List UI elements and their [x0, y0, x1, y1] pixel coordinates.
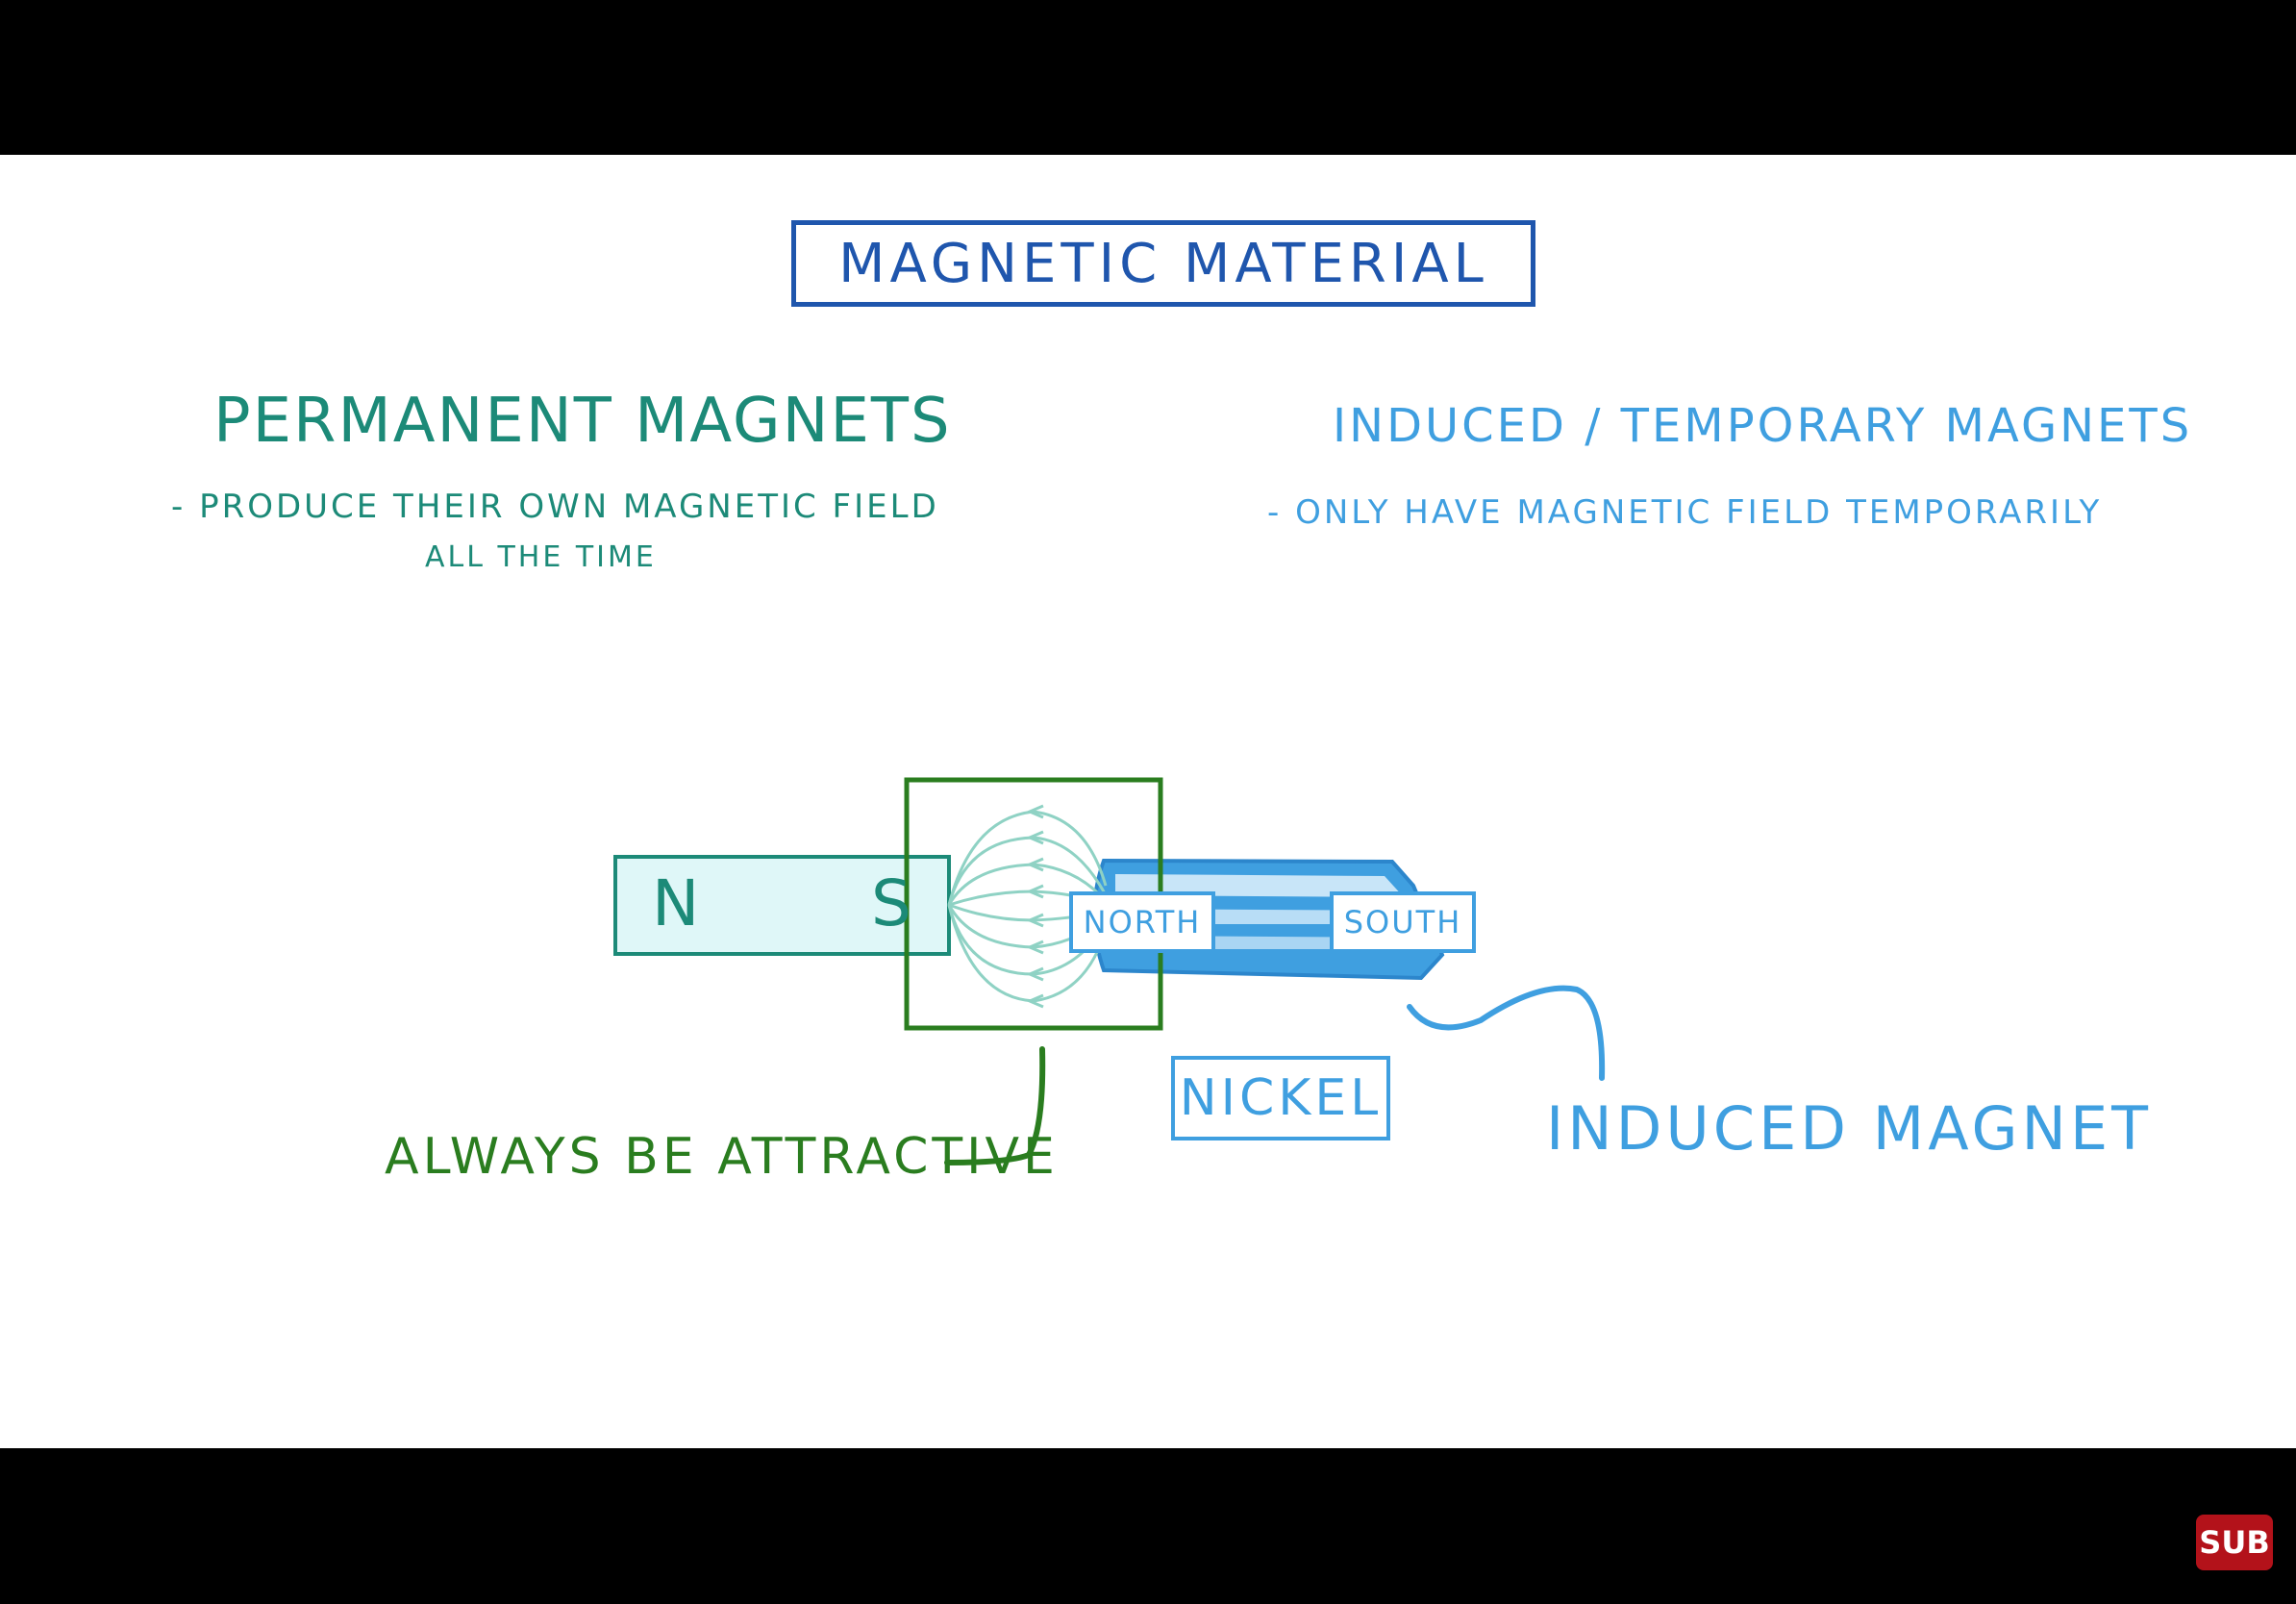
- title-box: Magnetic material: [791, 220, 1535, 307]
- always-attractive-label: Always be attractive: [385, 1128, 1059, 1186]
- induced-magnets-desc: - Only have magnetic field temporarily: [1267, 493, 2103, 532]
- attraction-pointer: [944, 1046, 1046, 1165]
- subtitles-button-label: SUB: [2199, 1524, 2270, 1561]
- nickel-material-box: Nickel: [1171, 1056, 1390, 1140]
- permanent-magnets-desc-line1: - Produce their own magnetic field: [171, 488, 939, 526]
- nickel-north-label-box: North: [1069, 891, 1215, 953]
- magnet-diagram: [613, 777, 1606, 1165]
- field-lines: [947, 804, 1108, 1009]
- nickel-north-label: North: [1083, 904, 1202, 940]
- permanent-magnets-heading: Permanent Magnets: [213, 386, 952, 457]
- permanent-magnets-desc-line2: all the time: [425, 540, 657, 574]
- nickel-south-label-box: South: [1330, 891, 1476, 953]
- page-title: Magnetic material: [838, 232, 1488, 295]
- induced-pointer: [1407, 985, 1606, 1081]
- subtitles-button[interactable]: SUB: [2196, 1515, 2273, 1570]
- nickel-south-label: South: [1343, 904, 1462, 940]
- whiteboard: Magnetic material Permanent Magnets - Pr…: [0, 155, 2296, 1448]
- induced-magnets-heading: Induced / Temporary magnets: [1333, 399, 2193, 453]
- nickel-material-label: Nickel: [1179, 1069, 1383, 1127]
- letterbox-top: [0, 0, 2296, 155]
- induced-magnet-label: Induced magnet: [1546, 1093, 2152, 1164]
- letterbox-bottom: [0, 1448, 2296, 1604]
- bar-magnet-south-label: S: [871, 866, 911, 940]
- bar-magnet-north-label: N: [652, 866, 700, 940]
